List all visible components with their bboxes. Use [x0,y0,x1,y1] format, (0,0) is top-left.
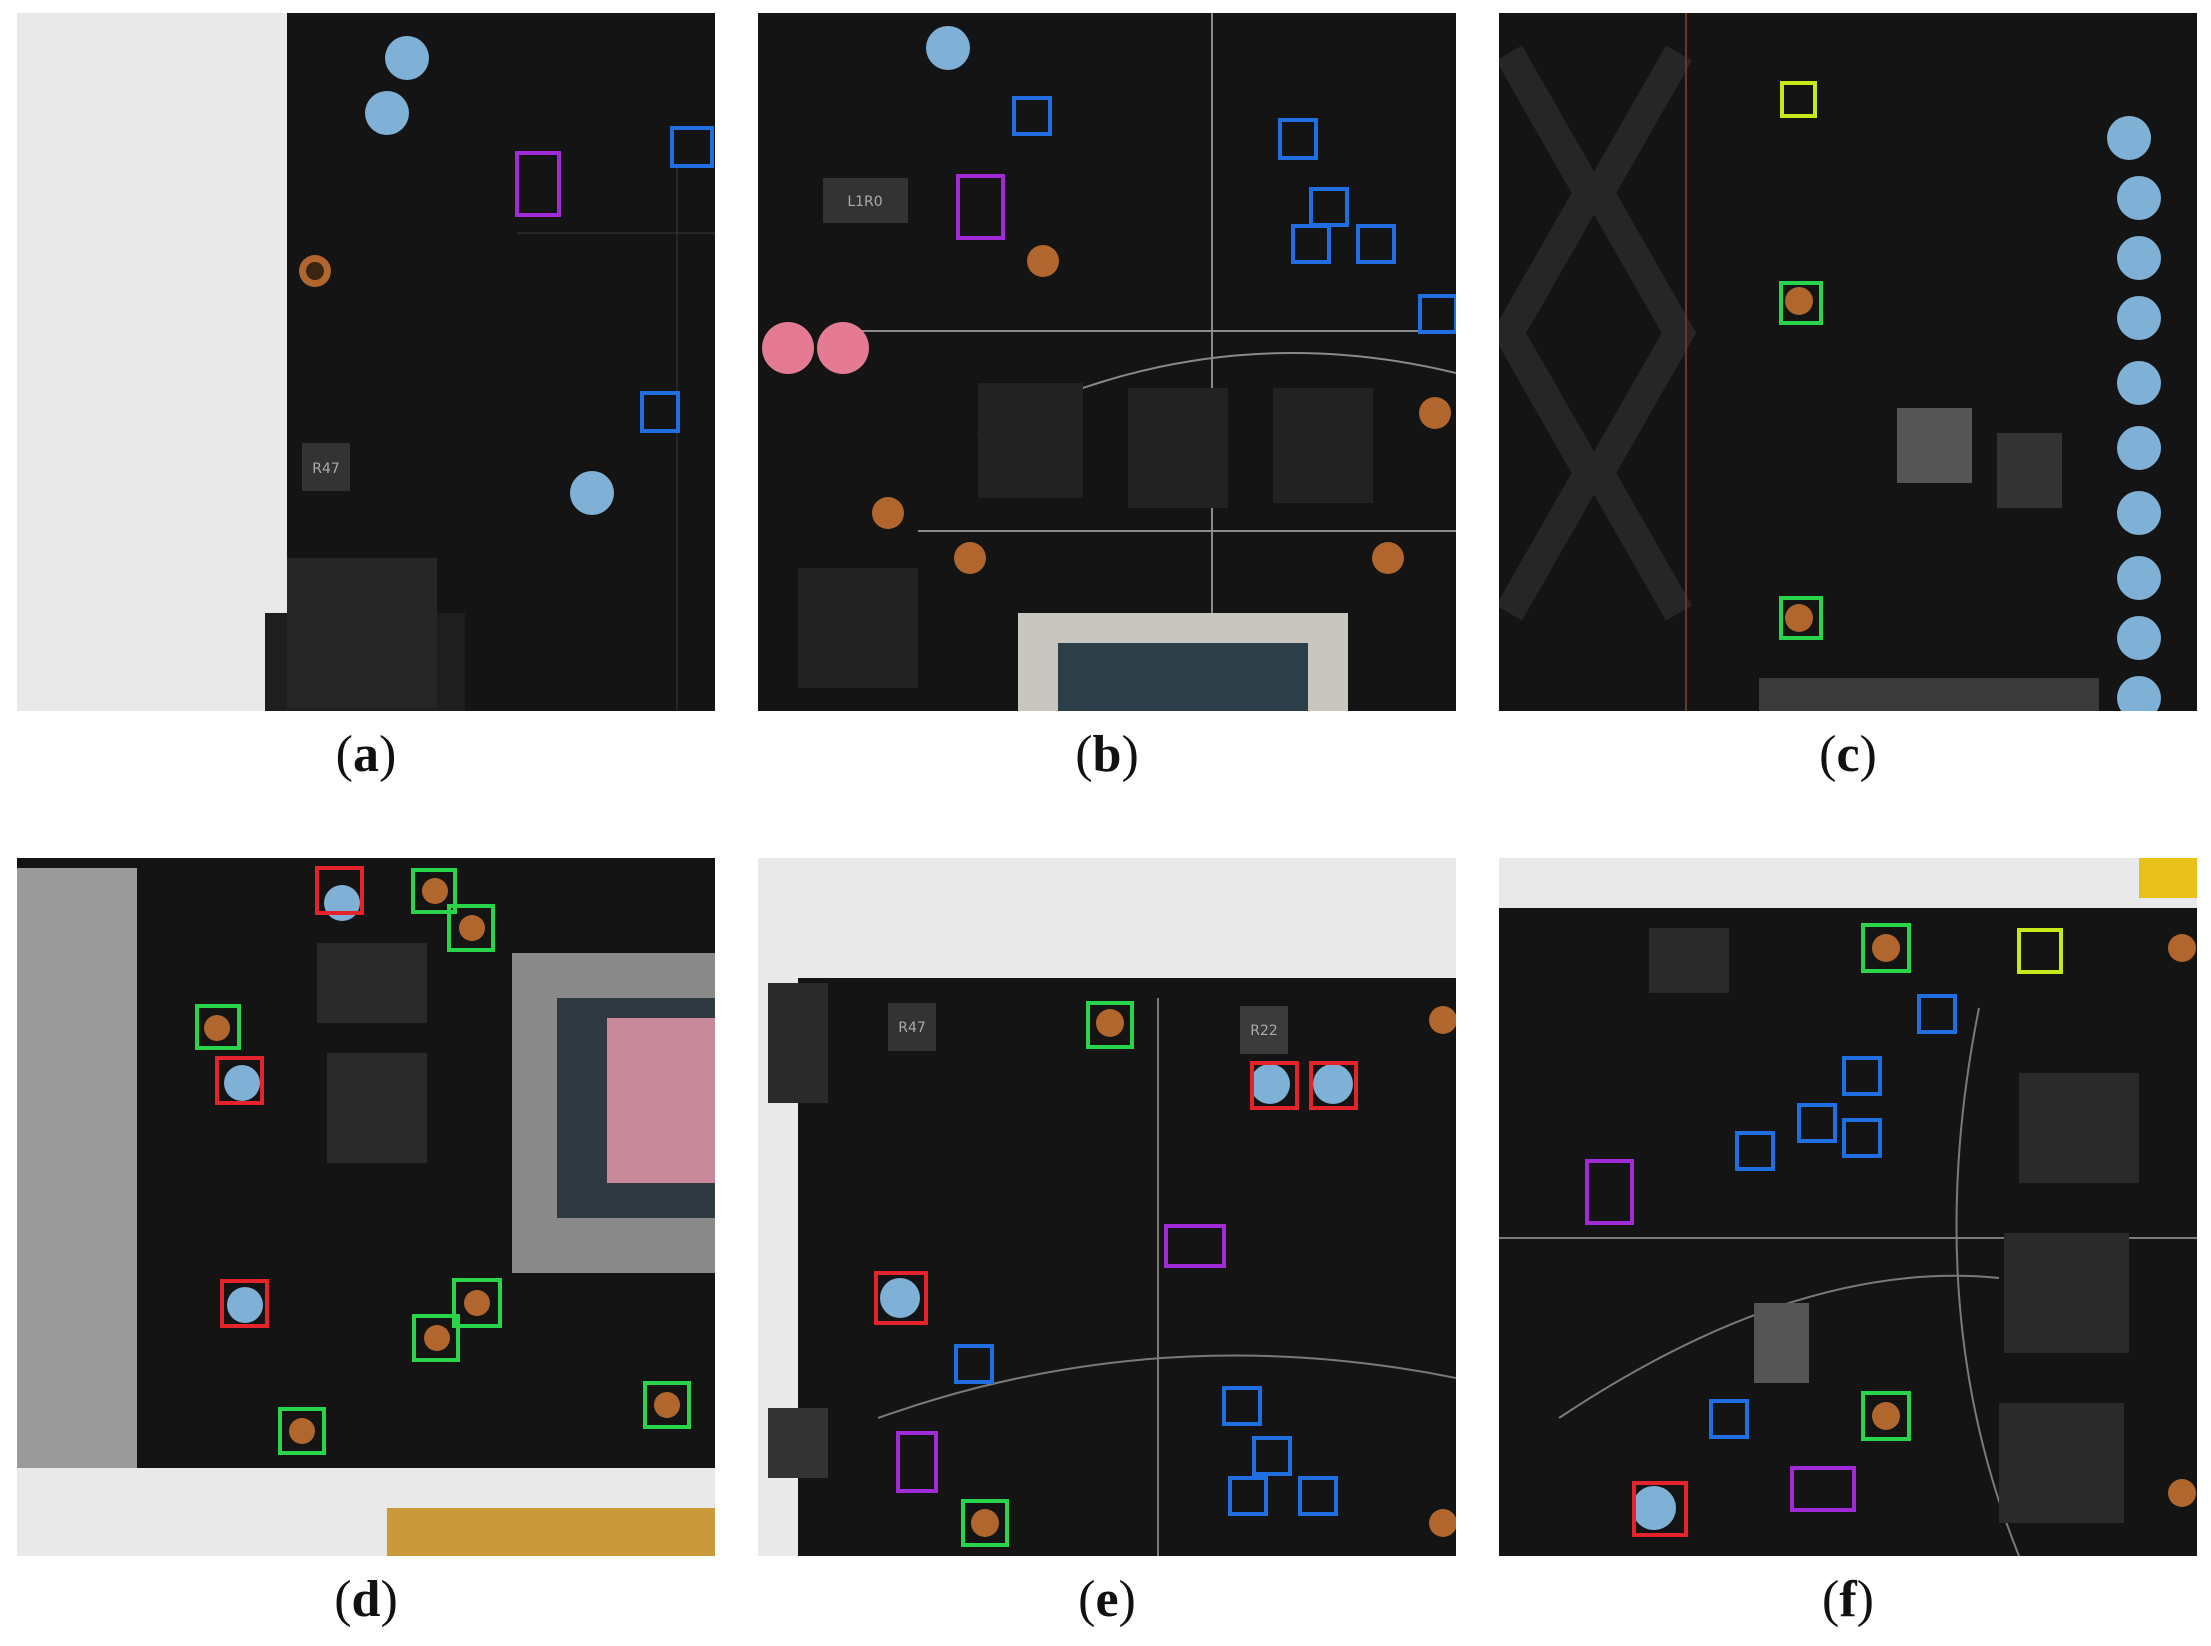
marker [874,1271,928,1325]
caption-a: (a) [335,726,397,783]
marker [643,1381,691,1429]
marker [1298,1476,1338,1516]
panel-b-photo: L1R0 [758,13,1456,711]
detection-markers [956,96,1456,334]
marker [1250,1061,1299,1110]
caption-b: (b) [1075,726,1139,783]
capacitor-group [880,1064,1353,1318]
memory-chips [317,943,427,1163]
inductors [1897,408,2062,508]
marker [447,904,495,952]
gpu-die [512,953,715,1273]
marker [1278,118,1318,160]
standoff-holes [204,878,680,1444]
heatsink-pattern [1499,45,1697,621]
marker [1842,1056,1882,1096]
inductor-label: R22 [1250,1023,1278,1039]
caption-f: (f) [1822,1571,1874,1628]
detection-markers [1585,923,2063,1537]
marker [1790,1466,1856,1512]
standoff-holes [1872,934,2196,1507]
inductors: L1R0 [823,178,908,223]
marker [1917,994,1957,1034]
marker [1779,281,1823,325]
marker [2017,928,2063,974]
inductors: R47 R22 [768,1003,1288,1478]
power-connector [1759,678,2099,711]
detection-markers [874,1001,1358,1547]
marker [1086,1001,1134,1049]
marker [412,1314,460,1362]
board-silkscreen-lines [517,163,715,711]
inductor-label: L1R0 [847,194,882,210]
inductors [1649,928,1809,1383]
standoff-holes [971,1006,1456,1537]
panel-a-photo: R47 [17,13,715,711]
marker [1780,81,1817,118]
memory-chips [798,383,1373,688]
power-connector [287,558,437,708]
marker [1356,224,1396,264]
standoff-holes [299,255,331,287]
standoff-holes [1785,287,1813,632]
marker [1012,96,1052,136]
marker [1842,1118,1882,1158]
marker [1418,294,1456,334]
capacitor-group [762,26,970,374]
marker [954,1344,994,1384]
inductor-label: R47 [312,461,340,477]
marker [1861,1391,1911,1441]
marker [961,1499,1009,1547]
marker [1735,1131,1775,1171]
detection-markers [195,866,691,1455]
marker [1164,1224,1226,1268]
marker [956,174,1005,240]
marker [1585,1159,1634,1225]
marker [1252,1436,1292,1476]
marker [1632,1481,1688,1537]
detection-markers [1779,81,1823,640]
caption-d: (d) [334,1571,398,1628]
capacitor-group [2107,116,2161,711]
marker [640,391,680,433]
detection-markers [515,126,714,433]
standoff-holes [872,245,1451,574]
capacitor-group [365,36,614,515]
panel-d-photo [17,858,715,1556]
panel-f-photo [1499,858,2197,1556]
power-connector [768,983,828,1103]
gpu-die [1018,613,1348,711]
panel-c-photo [1499,13,2197,711]
memory-chips [1999,1073,2139,1523]
board-silkscreen-lines [877,998,1456,1556]
marker [1779,596,1823,640]
marker [1228,1476,1268,1516]
heatsink [17,868,137,1468]
marker [1709,1399,1749,1439]
caption-c: (c) [1819,726,1877,783]
marker [1861,923,1911,973]
marker [195,1004,241,1050]
marker [411,868,457,914]
pcie-connector [387,1508,715,1556]
inductors: R47 [302,443,350,491]
marker [1309,1061,1358,1110]
marker [896,1431,938,1493]
inductor-label: R47 [898,1020,926,1036]
marker [278,1407,326,1455]
marker [452,1278,502,1328]
marker [220,1279,269,1328]
caption-e: (e) [1078,1571,1136,1628]
marker [670,126,714,168]
marker [1222,1386,1262,1426]
marker [215,1056,264,1105]
marker [1797,1103,1837,1143]
capacitor-group [1632,1486,1676,1530]
marker [315,866,364,915]
marker [1291,224,1331,264]
panel-e-photo: R47 R22 [758,858,1456,1556]
marker [515,151,561,217]
